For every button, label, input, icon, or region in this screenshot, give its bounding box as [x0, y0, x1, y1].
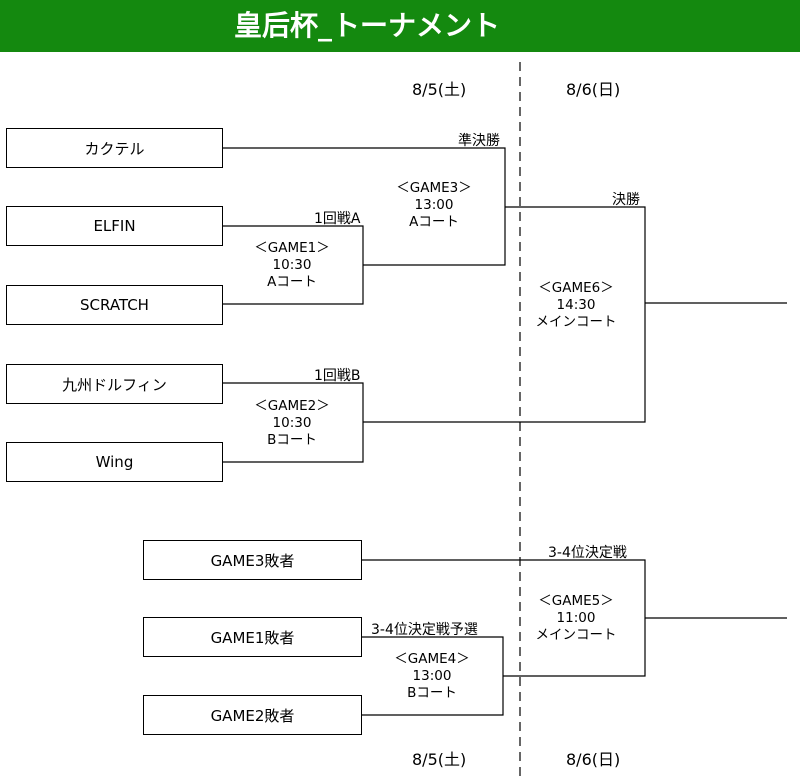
- team-box-cocktail: カクテル: [6, 128, 223, 168]
- team-box-wing: Wing: [6, 442, 223, 482]
- game2-name: ＜GAME2＞: [254, 398, 330, 414]
- team-box-scratch: SCRATCH: [6, 285, 223, 325]
- team-box-elfin: ELFIN: [6, 206, 223, 246]
- entrant-box-game3-loser: GAME3敗者: [143, 540, 362, 580]
- date-day1-top: 8/5(土): [412, 80, 467, 99]
- game6-bracket: [363, 206, 646, 423]
- game6-court: メインコート: [535, 314, 617, 330]
- round-label-semifinal: 準決勝: [458, 133, 500, 149]
- game4-time: 13:00: [412, 668, 452, 684]
- entrant-box-game1-loser: GAME1敗者: [143, 617, 362, 657]
- date-day2-bottom: 8/6(日): [566, 750, 621, 769]
- game4-court: Bコート: [407, 685, 457, 701]
- date-day2-top: 8/6(日): [566, 80, 621, 99]
- round-label-first-round-b: 1回戦B: [314, 368, 361, 384]
- game2-time: 10:30: [272, 415, 312, 431]
- round-label-first-round-a: 1回戦A: [314, 211, 361, 227]
- game5-name: ＜GAME5＞: [538, 593, 614, 609]
- game-info-game1: ＜GAME1＞ 10:30 Aコート: [230, 240, 354, 291]
- game1-name: ＜GAME1＞: [254, 240, 330, 256]
- date-day1-bottom: 8/5(土): [412, 750, 467, 769]
- page-title: 皇后杯_トーナメント: [234, 9, 501, 42]
- game3-court: Aコート: [409, 214, 459, 230]
- game-info-game2: ＜GAME2＞ 10:30 Bコート: [230, 398, 354, 449]
- game-info-game6: ＜GAME6＞ 14:30 メインコート: [514, 280, 638, 331]
- round-label-final: 決勝: [612, 192, 640, 208]
- entrant-box-game2-loser: GAME2敗者: [143, 695, 362, 735]
- game1-court: Aコート: [267, 274, 317, 290]
- game5-time: 11:00: [556, 610, 596, 626]
- game1-time: 10:30: [272, 257, 312, 273]
- game3-time: 13:00: [414, 197, 454, 213]
- game2-court: Bコート: [267, 432, 317, 448]
- game-info-game5: ＜GAME5＞ 11:00 メインコート: [514, 593, 638, 644]
- team-box-kyushu-dolphin: 九州ドルフィン: [6, 364, 223, 404]
- page-header: 皇后杯_トーナメント: [0, 0, 800, 52]
- game6-name: ＜GAME6＞: [538, 280, 614, 296]
- game3-name: ＜GAME3＞: [396, 180, 472, 196]
- game-info-game3: ＜GAME3＞ 13:00 Aコート: [372, 180, 496, 231]
- game-info-game4: ＜GAME4＞ 13:00 Bコート: [370, 651, 494, 702]
- round-label-third-place-prelim: 3-4位決定戦予選: [371, 622, 478, 638]
- round-label-third-place: 3-4位決定戦: [548, 545, 627, 561]
- game4-name: ＜GAME4＞: [394, 651, 470, 667]
- game5-court: メインコート: [535, 627, 617, 643]
- game6-time: 14:30: [556, 297, 596, 313]
